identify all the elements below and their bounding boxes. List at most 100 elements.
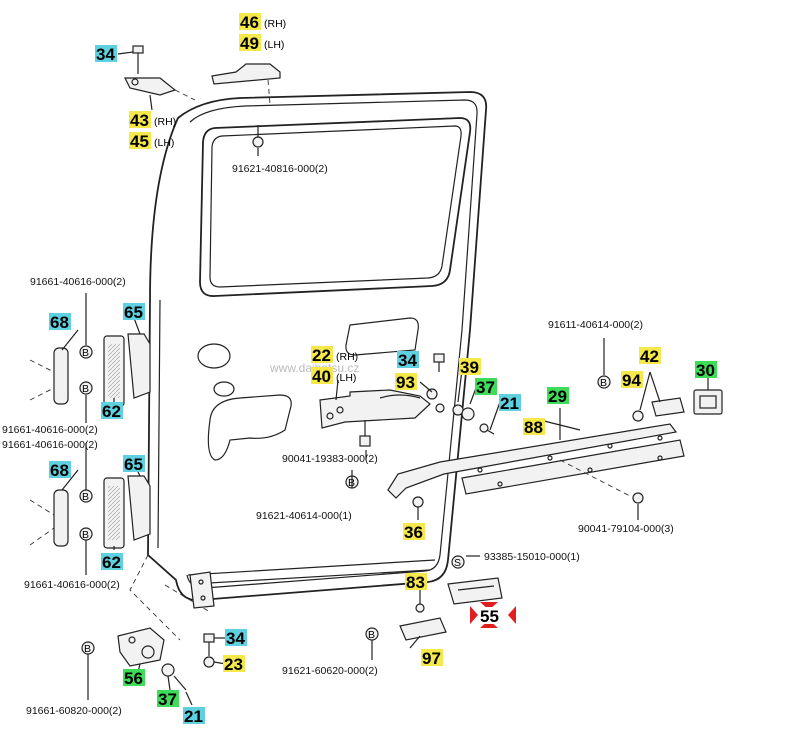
callout-number: 62 <box>102 553 121 572</box>
callout-highlight <box>49 461 71 478</box>
callout-side-note: (RH) <box>154 116 176 128</box>
leader-lines <box>61 51 709 706</box>
callout-29: 29 <box>547 387 569 406</box>
callout-37: 37 <box>157 690 179 709</box>
callout-highlight <box>123 455 145 472</box>
callout-highlight <box>405 573 427 590</box>
callout-22: 22(RH) <box>311 346 358 365</box>
callout-number: 21 <box>500 394 519 413</box>
callout-number: 23 <box>224 655 243 674</box>
callout-46: 46 (RH) <box>239 13 286 32</box>
part-number-label: 91621-40816-000(2) <box>232 163 328 175</box>
callout-62: 62 <box>101 402 123 421</box>
callout-highlight <box>479 607 501 624</box>
svg-text:B: B <box>82 383 89 395</box>
callout-number: 34 <box>96 45 115 64</box>
callout-number: 42 <box>640 347 659 366</box>
center-roller-assembly <box>319 353 495 447</box>
callout-highlight <box>311 346 333 363</box>
callout-highlight <box>49 313 71 330</box>
callout-number: 62 <box>102 402 121 421</box>
callout-highlight <box>239 13 261 30</box>
callout-55: 55 <box>479 607 501 626</box>
part-number-label: 93385-15010-000(1) <box>484 551 580 563</box>
callout-highlight <box>639 347 661 364</box>
callout-number: 45 <box>130 132 149 151</box>
callout-23: 23 <box>223 655 245 674</box>
callout-highlight <box>101 402 123 419</box>
callout-68: 68 <box>49 461 71 480</box>
callout-side-note: (RH) <box>336 351 358 363</box>
part-number-label: 91661-40616-000(2) <box>24 579 120 591</box>
bolt-91621-40816 <box>252 125 264 148</box>
part-number-label: 91621-60620-000(2) <box>282 665 378 677</box>
callout-number: 93 <box>396 373 415 392</box>
callout-number: 65 <box>124 303 143 322</box>
callout-45: 45 (LH) <box>129 132 174 151</box>
callout-number: 34 <box>398 351 417 370</box>
svg-text:B: B <box>600 377 607 389</box>
callout-side-note: (RH) <box>264 18 286 30</box>
callout-highlight <box>183 707 205 724</box>
part-number-label: 91661-40616-000(2) <box>2 439 98 451</box>
callout-49: 49(LH) <box>239 34 284 53</box>
callout-highlight <box>475 378 497 395</box>
callout-65: 65 <box>123 455 145 474</box>
callout-highlight <box>311 367 333 384</box>
callout-65: 65 <box>123 303 145 322</box>
callout-40: 40(LH) <box>311 367 356 386</box>
door-panel <box>129 91 488 641</box>
callout-number: 83 <box>406 573 425 592</box>
callout-highlight <box>223 655 245 672</box>
callout-number: 46 <box>240 13 259 32</box>
callout-number: 21 <box>184 707 203 726</box>
svg-text:S: S <box>454 557 461 569</box>
callout-94: 94 <box>621 371 643 390</box>
callout-highlight <box>157 690 179 707</box>
callout-number: 36 <box>404 523 423 542</box>
callout-number: 43 <box>130 111 149 130</box>
callout-number: 30 <box>696 361 715 380</box>
callout-side-note: (LH) <box>336 372 356 384</box>
upper-hinge-43 <box>124 45 196 101</box>
callout-number: 37 <box>476 378 495 397</box>
callout-number: 68 <box>50 461 69 480</box>
callout-highlight <box>395 373 417 390</box>
part-number-label: 91661-60820-000(2) <box>26 705 122 717</box>
callout-number: 97 <box>422 649 441 668</box>
callout-highlight <box>123 669 145 686</box>
callout-number: 94 <box>622 371 641 390</box>
svg-text:B: B <box>82 347 89 359</box>
part-number-label: 91661-40616-000(2) <box>2 424 98 436</box>
callout-side-note: (LH) <box>154 137 174 149</box>
part-number-label: 91661-40616-000(2) <box>30 276 126 288</box>
lower-guide-assembly: S B <box>365 555 503 641</box>
callout-number: 56 <box>124 669 143 688</box>
callout-42: 42 <box>639 347 661 366</box>
callout-number: 39 <box>460 358 479 377</box>
callout-number: 65 <box>124 455 143 474</box>
callout-number: 37 <box>158 690 177 709</box>
part-number-label: 90041-79104-000(3) <box>578 523 674 535</box>
callout-number: 88 <box>524 418 543 437</box>
callout-number: 68 <box>50 313 69 332</box>
callout-labels: 46 (RH) 49(LH) 34 43 (RH) 45 (LH) 68 65 62 68 65 62 22… <box>49 13 717 726</box>
svg-text:B: B <box>368 629 375 641</box>
callout-83: 83 <box>405 573 427 592</box>
part-number-label: 91621-40614-000(1) <box>256 510 352 522</box>
callout-highlight <box>397 351 419 368</box>
callout-34: 34 <box>225 629 247 648</box>
callout-97: 97 <box>421 649 443 668</box>
callout-highlight <box>523 418 545 435</box>
part-number-label: 91611-40614-000(2) <box>548 319 643 331</box>
callout-30: 30 <box>695 361 717 380</box>
callout-highlight <box>695 361 717 378</box>
callout-side-note: (LH) <box>264 39 284 51</box>
callout-highlight <box>129 111 151 128</box>
svg-text:B: B <box>82 491 89 503</box>
callout-36: 36 <box>403 523 425 542</box>
roller-rail: B <box>345 423 685 515</box>
callout-21: 21 <box>183 707 205 726</box>
callout-93: 93 <box>395 373 417 392</box>
callout-highlight <box>547 387 569 404</box>
